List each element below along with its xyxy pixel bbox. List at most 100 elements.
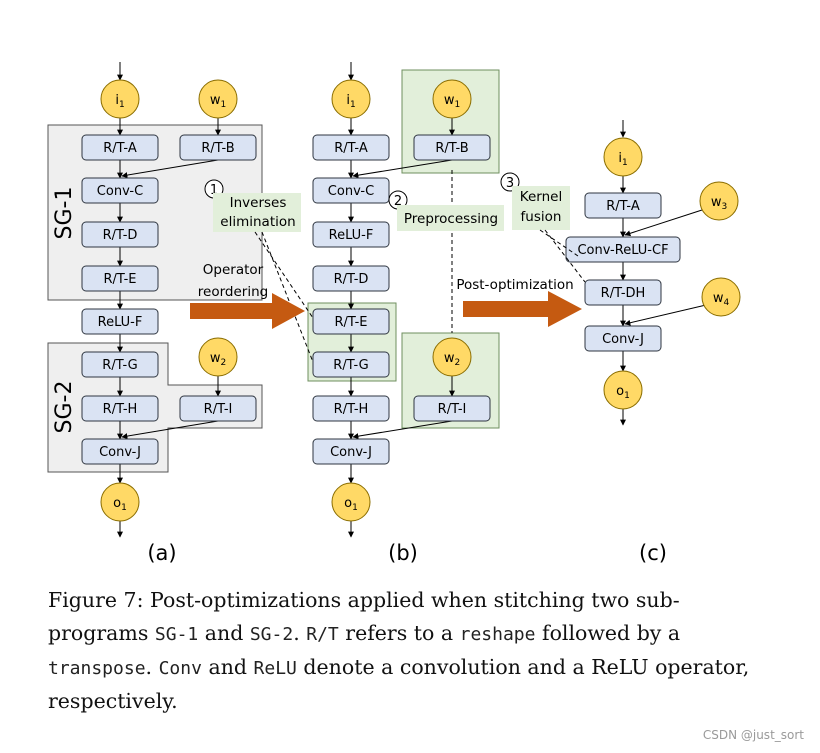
op-rt-i-node bbox=[413, 395, 491, 422]
reorder-label-line1: Operator bbox=[203, 262, 264, 278]
op-rt-b-node bbox=[179, 134, 257, 161]
op-rt-e-node bbox=[81, 265, 159, 292]
op-rt-d-node bbox=[81, 221, 159, 248]
op-label: R/T-G bbox=[333, 358, 368, 373]
caption-text: refers to a bbox=[338, 621, 460, 645]
node-label: w bbox=[711, 195, 722, 210]
node-label: w bbox=[713, 291, 724, 306]
op-conv-c-node bbox=[312, 177, 390, 204]
caption-text: and bbox=[201, 655, 254, 679]
node-label: w bbox=[210, 351, 221, 366]
node-label: o bbox=[113, 496, 121, 511]
op-label: R/T-B bbox=[201, 141, 234, 156]
svg-text:w2: w2 bbox=[444, 351, 460, 368]
figure-caption: Figure 7: Post-optimizations applied whe… bbox=[48, 584, 760, 718]
op-label: R/T-E bbox=[334, 315, 367, 330]
op-label: Conv-ReLU-CF bbox=[577, 243, 668, 258]
node-label: i bbox=[618, 151, 622, 166]
reorder-label-line2: reordering bbox=[198, 284, 268, 300]
op-relu-f-node bbox=[312, 221, 390, 248]
output-o1-node bbox=[603, 370, 643, 410]
sg2-label: SG-2 bbox=[52, 381, 77, 434]
sg1-group-box bbox=[47, 124, 263, 301]
caption-text: followed by a bbox=[535, 621, 681, 645]
caption-code: Conv bbox=[158, 658, 202, 679]
caption-code: reshape bbox=[459, 624, 536, 645]
sg1-label: SG-1 bbox=[52, 187, 77, 240]
figure-diagram: SG-1 SG-2 bbox=[47, 62, 741, 565]
svg-text:w2: w2 bbox=[210, 351, 226, 368]
weight-w1-node bbox=[432, 79, 472, 119]
node-subscript: 1 bbox=[454, 100, 460, 110]
op-label: R/T-A bbox=[103, 141, 137, 156]
node-subscript: 2 bbox=[454, 358, 460, 368]
op-rt-h-node bbox=[81, 395, 159, 422]
caption-code: SG-2 bbox=[249, 624, 294, 645]
panel-c-nodes: i1 R/T-A w3 Conv-ReLU-CF R/T-DH w4 Conv-… bbox=[565, 137, 741, 410]
node-label: w bbox=[210, 93, 221, 108]
op-rt-d-node bbox=[312, 265, 390, 292]
weight-w3-node bbox=[699, 181, 739, 221]
svg-text:o1: o1 bbox=[113, 496, 127, 513]
watermark: CSDN @just_sort bbox=[702, 728, 804, 742]
output-o1-node bbox=[331, 482, 371, 522]
node-label: i bbox=[346, 93, 350, 108]
node-label: o bbox=[344, 496, 352, 511]
op-label: R/T-A bbox=[334, 141, 368, 156]
caption-text: denote a convolution and a ReLU operator… bbox=[48, 655, 750, 713]
step2-number: 2 bbox=[394, 194, 402, 209]
svg-text:i1: i1 bbox=[346, 93, 355, 110]
caption-text: Figure 7: Post-optimizations applied whe… bbox=[48, 588, 680, 645]
node-subscript: 2 bbox=[220, 358, 226, 368]
caption-text: . bbox=[145, 655, 159, 679]
op-label: ReLU-F bbox=[329, 228, 374, 243]
postopt-label: Post-optimization bbox=[456, 277, 573, 293]
step1-number: 1 bbox=[210, 183, 218, 198]
op-label: R/T-I bbox=[438, 402, 467, 417]
caption-text: . bbox=[293, 621, 307, 645]
op-label: R/T-I bbox=[204, 402, 233, 417]
op-conv-c-node bbox=[81, 177, 159, 204]
op-conv-j-node bbox=[81, 438, 159, 465]
input-i1-node bbox=[603, 137, 643, 177]
op-label: R/T-D bbox=[103, 228, 138, 243]
op-label: R/T-E bbox=[103, 272, 136, 287]
svg-text:w3: w3 bbox=[711, 195, 727, 212]
op-label: Conv-J bbox=[99, 445, 141, 460]
svg-text:w4: w4 bbox=[713, 291, 730, 308]
op-conv-j-node bbox=[312, 438, 390, 465]
op-rt-g-node bbox=[312, 351, 390, 378]
op-relu-f-node bbox=[81, 308, 159, 335]
svg-text:o1: o1 bbox=[616, 384, 630, 401]
op-rt-e-node bbox=[312, 308, 390, 335]
step2-label-bg bbox=[397, 205, 504, 231]
op-rt-a-node bbox=[81, 134, 159, 161]
step3-label-bg bbox=[512, 186, 570, 230]
panel-a-nodes: i1 w1 R/T-A R/T-B Conv-C R/T-D R/T-E ReL… bbox=[81, 79, 257, 522]
input-i1-node bbox=[100, 79, 140, 119]
node-label: o bbox=[616, 384, 624, 399]
panel-a-label: (a) bbox=[147, 541, 176, 565]
op-rt-g-node bbox=[81, 351, 159, 378]
caption-code: R/T bbox=[306, 624, 339, 645]
edges-panel-a bbox=[117, 62, 221, 538]
op-label: R/T-DH bbox=[601, 286, 646, 301]
weight-w1-node bbox=[198, 79, 238, 119]
caption-code: ReLU bbox=[253, 658, 297, 679]
op-rt-a-node bbox=[312, 134, 390, 161]
node-subscript: 3 bbox=[721, 202, 727, 212]
svg-text:o1: o1 bbox=[344, 496, 358, 513]
output-o1-node bbox=[100, 482, 140, 522]
weight-w2-node bbox=[432, 337, 472, 377]
edges-panel-c bbox=[620, 120, 707, 426]
step2-label: Preprocessing bbox=[404, 211, 498, 227]
caption-code: transpose bbox=[48, 658, 146, 679]
op-conv-j-node bbox=[584, 325, 662, 352]
op-rt-dh-node bbox=[584, 279, 662, 306]
op-label: R/T-D bbox=[334, 272, 369, 287]
step3-label-line1: Kernel bbox=[520, 189, 562, 205]
svg-text:i1: i1 bbox=[115, 93, 124, 110]
op-label: ReLU-F bbox=[98, 315, 143, 330]
op-label: R/T-A bbox=[606, 199, 640, 214]
postopt-arrow bbox=[463, 291, 582, 327]
